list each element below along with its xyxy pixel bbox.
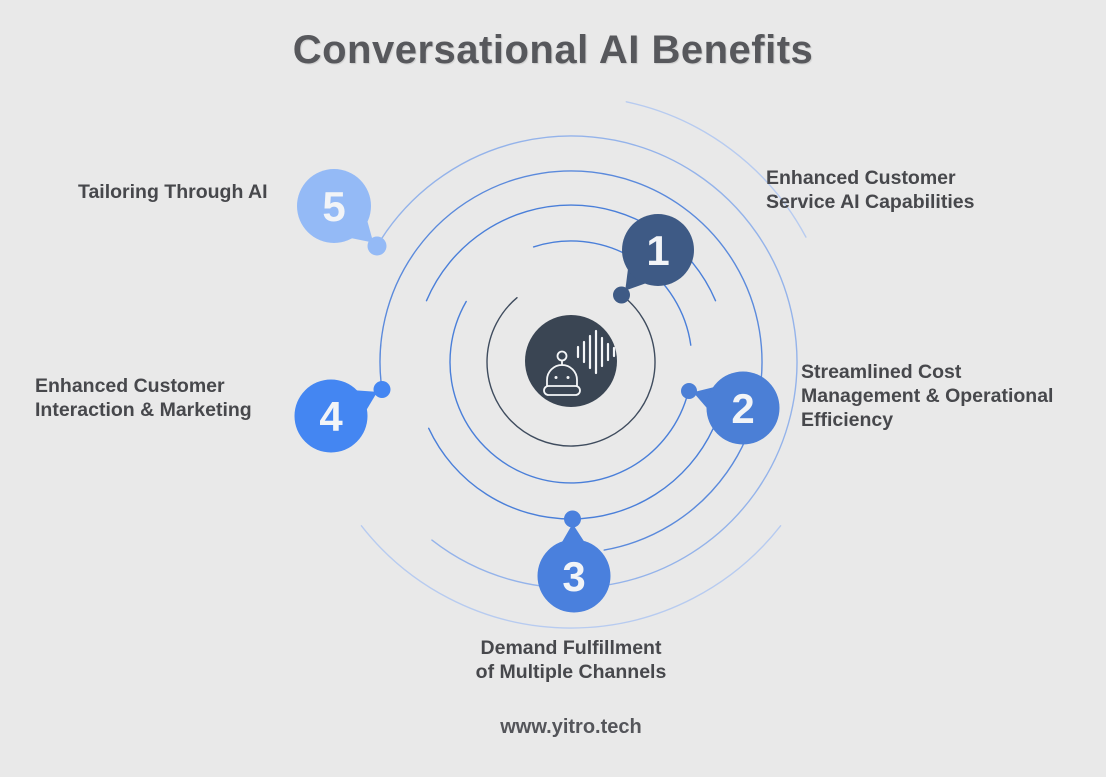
orbit-arc-4 bbox=[379, 170, 763, 551]
benefit-label-1-line-1: Enhanced Customer bbox=[766, 167, 956, 189]
benefit-label-2-line-1: Streamlined Cost bbox=[801, 361, 962, 383]
benefit-bubble-4: 4 bbox=[294, 379, 378, 453]
benefit-label-3-line-2: of Multiple Channels bbox=[475, 661, 667, 683]
bubble-number-3: 3 bbox=[562, 553, 585, 600]
website-url: www.yitro.tech bbox=[500, 716, 642, 738]
center-hub bbox=[525, 315, 617, 407]
orbit-arc-2a bbox=[449, 300, 690, 484]
benefit-label-3-line-1: Demand Fulfillment bbox=[480, 637, 662, 659]
center-circle bbox=[525, 315, 617, 407]
connector-dots bbox=[367, 236, 697, 528]
chatbot-voice-assistant-icon bbox=[543, 329, 616, 396]
bubble-circle-4 bbox=[294, 379, 368, 453]
bubble-circle-2 bbox=[706, 371, 780, 445]
sound-wave-bars bbox=[576, 329, 616, 375]
benefit-label-4-line-2: Interaction & Marketing bbox=[35, 399, 252, 421]
benefit-label-1: Enhanced Customer Service AI Capabilitie… bbox=[766, 166, 974, 214]
orbit-arc-inner-dark bbox=[486, 294, 656, 447]
page-title: Conversational AI Benefits bbox=[292, 28, 814, 72]
connector-dot-1 bbox=[613, 286, 630, 304]
benefit-label-1-line-2: Service AI Capabilities bbox=[766, 191, 975, 213]
benefit-label-5: Tailoring Through AI bbox=[78, 180, 268, 204]
bubble-number-2: 2 bbox=[731, 385, 754, 432]
benefit-bubble-5: 5 bbox=[297, 169, 374, 243]
connector-dot-4 bbox=[373, 381, 391, 398]
bubble-circle-1 bbox=[622, 214, 694, 286]
bubble-circle-3 bbox=[537, 539, 611, 613]
benefit-bubble-2: 2 bbox=[693, 371, 780, 445]
connector-dot-3 bbox=[564, 510, 581, 528]
benefit-label-2-line-3: Efficiency bbox=[801, 409, 894, 431]
benefit-label-2-line-2: Management & Operational bbox=[801, 385, 1054, 407]
benefit-bubble-3: 3 bbox=[537, 523, 611, 613]
benefit-label-3: Demand Fulfillment of Multiple Channels bbox=[421, 636, 721, 684]
bubble-number-5: 5 bbox=[322, 183, 345, 230]
orbit-arc-outer-b bbox=[360, 525, 782, 629]
bubble-circle-5 bbox=[297, 169, 371, 243]
connector-dot-2 bbox=[681, 383, 697, 399]
benefit-label-2: Streamlined Cost Management & Operationa… bbox=[801, 360, 1053, 432]
benefit-bubbles: 1 2 3 4 5 bbox=[294, 169, 780, 613]
benefit-label-5-line-1: Tailoring Through AI bbox=[78, 181, 268, 203]
benefit-label-4: Enhanced Customer Interaction & Marketin… bbox=[35, 374, 252, 422]
bubble-number-1: 1 bbox=[646, 227, 669, 274]
orbit-arc-outer-a bbox=[625, 101, 807, 238]
orbit-arc-3a bbox=[428, 427, 714, 520]
benefit-label-4-line-1: Enhanced Customer bbox=[35, 375, 225, 397]
bubble-number-4: 4 bbox=[319, 393, 343, 440]
benefit-bubble-1: 1 bbox=[622, 214, 694, 291]
